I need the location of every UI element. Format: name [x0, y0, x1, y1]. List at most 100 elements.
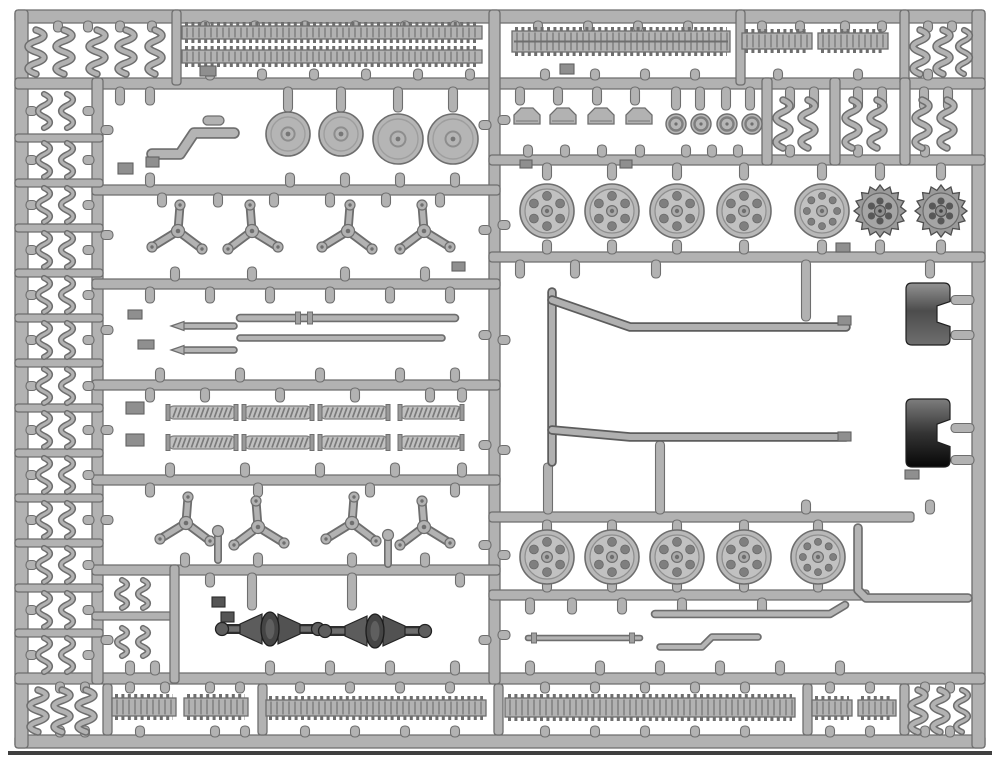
- suspension-arm: [394, 199, 456, 255]
- gate-stub: [539, 681, 551, 694]
- gate-stub: [394, 172, 406, 188]
- runner: [829, 77, 841, 166]
- gate-stub: [732, 144, 744, 158]
- gate-stub: [449, 482, 461, 498]
- gate-stub: [454, 572, 466, 588]
- gate-stub: [449, 725, 461, 738]
- gate-stub: [824, 681, 836, 694]
- gate-stub: [774, 660, 786, 676]
- gate-stub: [569, 259, 581, 279]
- rod-part: [524, 632, 644, 644]
- gate-stub: [680, 144, 692, 158]
- gate-stub: [124, 681, 136, 694]
- gate-stub: [671, 162, 683, 181]
- runner: [14, 583, 104, 593]
- gate-stub: [114, 20, 126, 33]
- gate-stub: [542, 462, 554, 515]
- gate-stub: [694, 86, 706, 111]
- gate-stub: [268, 192, 280, 208]
- gate-stub: [594, 660, 606, 676]
- gate-stub: [82, 649, 95, 661]
- zigzag-spring-part: [58, 634, 76, 676]
- road-wheel: [519, 529, 575, 585]
- zigzag-spring-part: [135, 624, 151, 660]
- road-wheel: [519, 183, 575, 239]
- runner: [899, 9, 910, 86]
- runner: [488, 251, 986, 263]
- road-wheel: [584, 183, 640, 239]
- zigzag-spring-part: [35, 544, 53, 586]
- gate-stub: [589, 681, 601, 694]
- gate-stub: [706, 144, 718, 158]
- pin-part: [381, 528, 395, 568]
- track-link-strip: [181, 46, 483, 67]
- gate-stub: [100, 514, 114, 526]
- zigzag-spring-part: [866, 96, 888, 152]
- gate-stub: [419, 552, 431, 568]
- gate-stub: [671, 239, 683, 255]
- fender-part: [905, 282, 951, 346]
- zigzag-spring-part: [772, 96, 794, 152]
- gate-stub: [816, 239, 828, 255]
- coil-spring: [241, 404, 315, 421]
- zigzag-spring-part: [841, 96, 863, 152]
- gate-stub: [497, 219, 511, 231]
- gate-stub: [478, 634, 492, 646]
- suspension-arm: [146, 199, 208, 255]
- coil-spring: [241, 434, 315, 451]
- gate-stub: [497, 549, 511, 561]
- runner: [488, 511, 915, 523]
- zigzag-spring-part: [144, 26, 166, 78]
- suspension-arm: [222, 199, 284, 255]
- road-wheel: [649, 183, 705, 239]
- zigzag-spring-part: [58, 544, 76, 586]
- gate-stub: [314, 462, 326, 478]
- gate-stub: [384, 660, 396, 676]
- zigzag-spring-part: [35, 229, 53, 271]
- gate-block: [125, 433, 145, 447]
- gate-block: [619, 159, 633, 169]
- zigzag-spring-part: [35, 454, 53, 496]
- hub-cap: [549, 107, 577, 125]
- coil-spring: [397, 404, 465, 421]
- gate-stub: [144, 482, 156, 498]
- gate-stub: [349, 387, 361, 403]
- gate-stub: [144, 286, 156, 304]
- gate-stub: [464, 68, 476, 81]
- coil-spring: [397, 434, 465, 451]
- gate-stub: [541, 239, 553, 255]
- runner: [14, 223, 104, 233]
- gate-stub: [346, 552, 358, 568]
- runner: [14, 734, 986, 749]
- gate-stub: [874, 162, 886, 181]
- gate-stub: [639, 681, 651, 694]
- gate-stub: [650, 259, 662, 279]
- gate-stub: [204, 572, 216, 588]
- gate-stub: [360, 68, 372, 81]
- fender-part: [905, 398, 951, 468]
- gate-stub: [924, 259, 936, 279]
- gate-stub: [100, 124, 114, 136]
- capsule-part: [202, 115, 225, 126]
- gate-stub: [256, 68, 268, 81]
- small-roller: [690, 113, 712, 135]
- runner: [493, 683, 504, 736]
- axle-assembly: [214, 611, 326, 647]
- idler-wheel-disc: [265, 111, 311, 157]
- suspension-arm: [228, 495, 290, 551]
- zigzag-spring-part: [797, 96, 819, 152]
- gate-stub: [922, 68, 934, 81]
- gate-stub: [380, 192, 392, 208]
- zigzag-spring-part: [58, 229, 76, 271]
- gate-stub: [591, 86, 603, 106]
- road-wheel: [790, 529, 846, 585]
- idler-wheel-disc: [372, 113, 424, 165]
- zigzag-spring-part: [35, 589, 53, 631]
- runner: [802, 683, 813, 736]
- zigzag-spring-part: [58, 365, 76, 407]
- coil-spring: [317, 404, 391, 421]
- gate-stub: [497, 334, 511, 346]
- gate-stub: [950, 294, 975, 306]
- gate-stub: [924, 499, 936, 515]
